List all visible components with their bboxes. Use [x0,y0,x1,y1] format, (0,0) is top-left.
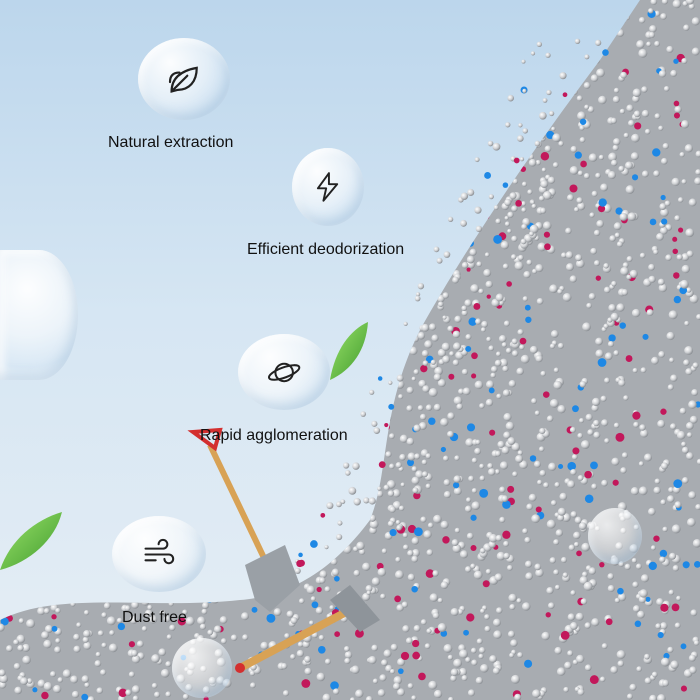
planet-icon [267,362,301,382]
feature-bubble-dust-free [112,516,206,592]
decorative-bubble [588,508,642,564]
leaf-decoration [330,322,368,380]
feature-bubble-natural [138,38,230,120]
feature-label-deodorization: Efficient deodorization [247,241,405,258]
scattered-granules [286,38,609,641]
decorative-bubble [172,638,232,698]
leaf-icon [168,66,198,93]
feature-label-agglomeration: Rapid agglomeration [200,427,348,444]
leaf-decoration [0,512,62,570]
shovel [187,427,300,612]
feature-bubble-agglomeration [238,334,330,410]
lightning-icon [317,172,339,202]
decorative-bubble [0,250,78,380]
wind-icon [144,538,175,564]
feature-bubble-deodorization [292,148,364,226]
feature-label-dust-free: Dust free [122,609,187,626]
feature-label-natural: Natural extraction [108,134,234,151]
axe [235,585,380,673]
